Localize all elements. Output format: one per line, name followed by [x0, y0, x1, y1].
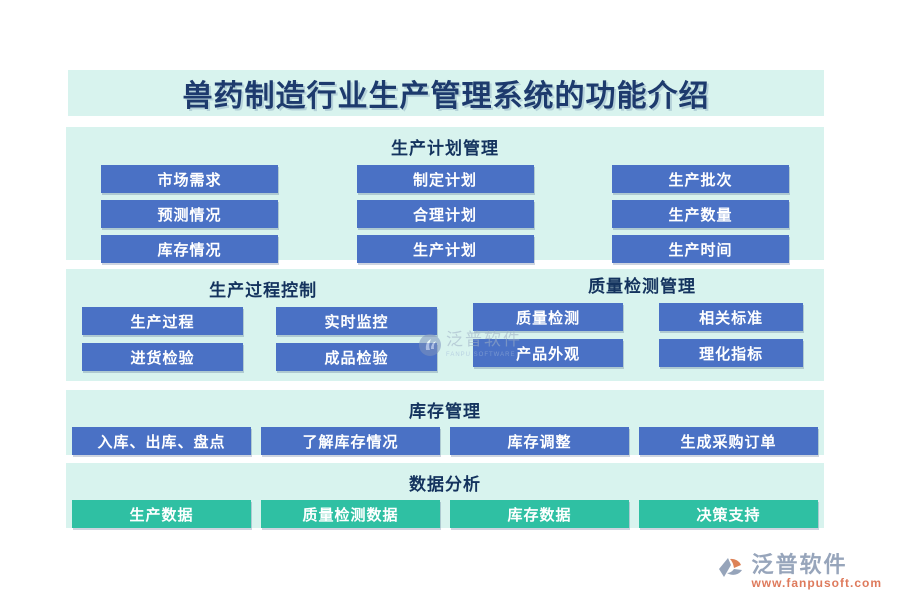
chip-production-quantity[interactable]: 生产数量 — [612, 200, 789, 228]
chip-generate-purchase-order[interactable]: 生成采购订单 — [639, 427, 818, 455]
fanpu-logo-icon — [719, 557, 743, 577]
chip-related-standards[interactable]: 相关标准 — [659, 303, 804, 331]
chip-production-process[interactable]: 生产过程 — [82, 307, 243, 335]
chip-market-demand[interactable]: 市场需求 — [101, 165, 278, 193]
section-header-data-analysis: 数据分析 — [409, 475, 481, 494]
section-header-production-plan: 生产计划管理 — [391, 139, 499, 158]
chip-inventory-adjustment[interactable]: 库存调整 — [450, 427, 629, 455]
chip-make-plan[interactable]: 制定计划 — [356, 165, 534, 193]
chip-reasonable-plan[interactable]: 合理计划 — [356, 200, 534, 228]
data-analysis-row: 生产数据 质量检测数据 库存数据 决策支持 — [66, 500, 824, 528]
chip-in-out-stocktaking[interactable]: 入库、出库、盘点 — [72, 427, 251, 455]
section-header-quality-inspection: 质量检测管理 — [588, 277, 697, 296]
chip-realtime-monitoring[interactable]: 实时监控 — [276, 307, 437, 335]
fanpu-logo-url[interactable]: www.fanpusoft.com — [751, 576, 882, 590]
chip-inventory-overview[interactable]: 了解库存情况 — [261, 427, 440, 455]
chip-inventory-status[interactable]: 库存情况 — [101, 235, 278, 263]
section-header-inventory: 库存管理 — [409, 402, 481, 421]
chip-forecast-status[interactable]: 预测情况 — [101, 200, 278, 228]
chip-quality-inspection[interactable]: 质量检测 — [473, 303, 624, 331]
chip-production-time[interactable]: 生产时间 — [612, 235, 789, 263]
section-process-and-quality: 生产过程控制 生产过程 实时监控 进货检验 成品检验 质量检测管理 质量检测 相… — [66, 269, 824, 381]
chip-product-appearance[interactable]: 产品外观 — [473, 339, 624, 367]
page-title-bar: 兽药制造行业生产管理系统的功能介绍 — [68, 70, 824, 116]
production-plan-grid: 市场需求 制定计划 生产批次 预测情况 合理计划 生产数量 库存情况 生产计划 … — [66, 165, 824, 263]
chip-production-batch[interactable]: 生产批次 — [612, 165, 789, 193]
subsection-quality-inspection: 质量检测管理 质量检测 相关标准 产品外观 理化指标 — [460, 265, 824, 367]
chip-production-data[interactable]: 生产数据 — [72, 500, 251, 528]
chip-physicochemical-indicators[interactable]: 理化指标 — [659, 339, 804, 367]
chip-decision-support[interactable]: 决策支持 — [639, 500, 818, 528]
section-data-analysis: 数据分析 生产数据 质量检测数据 库存数据 决策支持 — [66, 463, 824, 528]
chip-finished-product-inspection[interactable]: 成品检验 — [276, 343, 437, 371]
chip-production-plan[interactable]: 生产计划 — [356, 235, 534, 263]
section-inventory: 库存管理 入库、出库、盘点 了解库存情况 库存调整 生成采购订单 — [66, 390, 824, 455]
section-production-plan: 生产计划管理 市场需求 制定计划 生产批次 预测情况 合理计划 生产数量 库存情… — [66, 127, 824, 263]
page-title: 兽药制造行业生产管理系统的功能介绍 — [182, 80, 710, 113]
quality-inspection-grid: 质量检测 相关标准 产品外观 理化指标 — [460, 303, 824, 367]
inventory-row: 入库、出库、盘点 了解库存情况 库存调整 生成采购订单 — [66, 427, 824, 455]
chip-quality-inspection-data[interactable]: 质量检测数据 — [261, 500, 440, 528]
process-control-grid: 生产过程 实时监控 进货检验 成品检验 — [66, 307, 460, 371]
subsection-process-control: 生产过程控制 生产过程 实时监控 进货检验 成品检验 — [66, 269, 460, 371]
fanpu-logo-text: 泛普软件 — [751, 551, 848, 577]
section-header-process-control: 生产过程控制 — [209, 281, 318, 300]
chip-inventory-data[interactable]: 库存数据 — [450, 500, 629, 528]
fanpu-logo: 泛普软件 www.fanpusoft.com — [715, 553, 882, 590]
chip-incoming-inspection[interactable]: 进货检验 — [82, 343, 243, 371]
